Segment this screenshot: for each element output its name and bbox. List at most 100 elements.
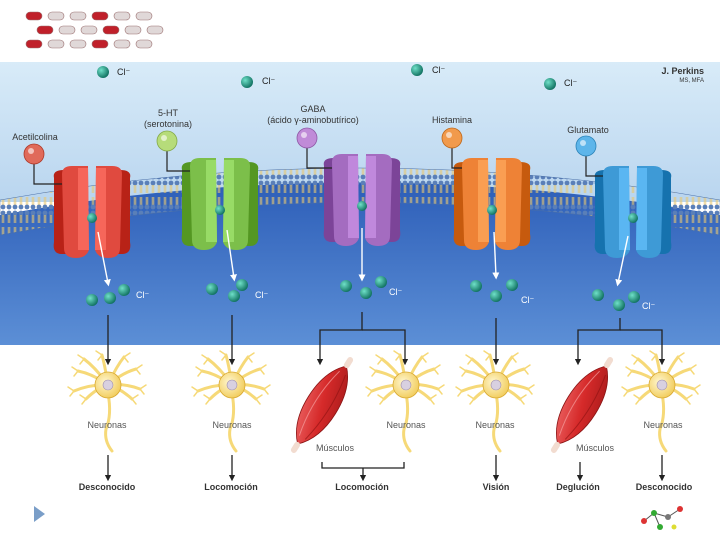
ion-flow-arrow [492,231,500,280]
ion-label-4: Cl⁻ [521,295,535,305]
dendrite-tip [201,354,209,365]
receptor-name-serotonin: 5-HT [158,108,178,118]
axon [658,391,668,453]
axon [228,391,238,453]
receptor-channel-3 [323,154,401,246]
dendrite-tip [255,394,263,405]
dendrite-tip [195,366,203,377]
ligand-ball [23,143,45,165]
chloride-ion [97,66,109,78]
dendrite-tip [71,366,79,377]
dendrite-tip [693,384,701,395]
dendrite-tip [527,384,535,395]
dendrite-tip [365,386,373,397]
chloride-ion [592,289,604,301]
dendrite-tip [429,394,437,405]
chloride-ion [228,290,240,302]
dendrite-tip [67,386,75,397]
molecule-segment [113,11,131,21]
molecule-segment [47,11,65,21]
tendon [343,357,354,369]
chloride-ion [340,280,352,292]
muscle-fiber [298,370,340,436]
channel-subunit [348,156,359,238]
receptor-sub-gaba: (ácido γ-aminobutírico) [267,115,359,125]
ion-label-top-4: Cl⁻ [564,78,578,88]
chloride-ion [628,213,638,223]
dendrite-tip [455,386,463,397]
dendrite-tip [263,384,271,395]
ligand-highlight [28,148,34,154]
next-slide-arrow-icon[interactable] [34,506,45,522]
chloride-ion [357,201,367,211]
ligand-tether [451,148,462,169]
function-label-3: Locomoción [335,482,389,492]
chloride-ion [86,294,98,306]
muscle-cell [290,357,354,453]
dendrite-tip [519,394,527,405]
neuron-label-4: Neuronas [475,420,515,430]
dendrite-tip [377,394,385,405]
ligand-ball [441,127,463,149]
dendrite-tip [135,364,143,375]
function-label-2: Locomoción [204,482,258,492]
ion-label-5: Cl⁻ [642,301,656,311]
dendrite-tip [247,352,255,363]
molecule-segment [113,39,131,49]
chloride-ion [236,279,248,291]
ion-flow-arrow [226,229,237,282]
chloride-ion [470,280,482,292]
ion-flow-arrow [615,235,629,287]
chloride-ion [506,279,518,291]
author-degree: MS, MFA [679,78,704,84]
dendrite-tip [421,352,429,363]
neuron-label-1: Neuronas [87,420,127,430]
muscle-fiber [564,374,606,440]
dendrite-tip [369,366,377,377]
pathway-line [319,312,363,336]
dendrite-tip [95,350,103,361]
molecule-image-icon [25,11,164,49]
ligand-highlight [161,135,167,141]
chloride-ion [487,205,497,215]
ligand-highlight [580,140,586,146]
chloride-ion [215,205,225,215]
muscle-belly [295,365,349,445]
molecule-segment [69,39,87,49]
dendrite-tip [465,354,473,365]
receptor-channel-4 [453,158,531,250]
dendrite-tip [123,352,131,363]
dendrite-tip [131,394,139,405]
dendrite-tip [77,354,85,365]
pathway-line [577,318,621,336]
molecule-segment [124,25,142,35]
neuron-cell [67,350,147,453]
muscle-belly [555,365,609,445]
nucleus [102,379,114,391]
receptor-channel-1 [53,166,131,258]
ligand-tether [585,156,603,177]
tendon [290,441,301,453]
dendrite-tip [259,364,267,375]
molecule-segment [135,39,153,49]
molecule-segment [80,25,98,35]
dendrite-tip [219,350,227,361]
ion-label-2: Cl⁻ [255,290,269,300]
nucleus [490,379,502,391]
dendrite-tip [79,394,87,405]
chloride-ion [628,291,640,303]
dendrite-tip [437,384,445,395]
dendrite-tip [631,354,639,365]
dendrite-tip [633,394,641,405]
channel-subunit [619,168,630,250]
ligand-highlight [446,132,452,138]
molecule-segment [91,11,109,21]
neuron-cell [455,350,535,453]
dendrite-tip [467,394,475,405]
ligand-highlight [301,132,307,138]
ion-label-top-1: Cl⁻ [117,67,131,77]
dendrite-tip [433,364,441,375]
dendrite-tip [649,350,657,361]
small-molecule-icon [641,506,683,530]
